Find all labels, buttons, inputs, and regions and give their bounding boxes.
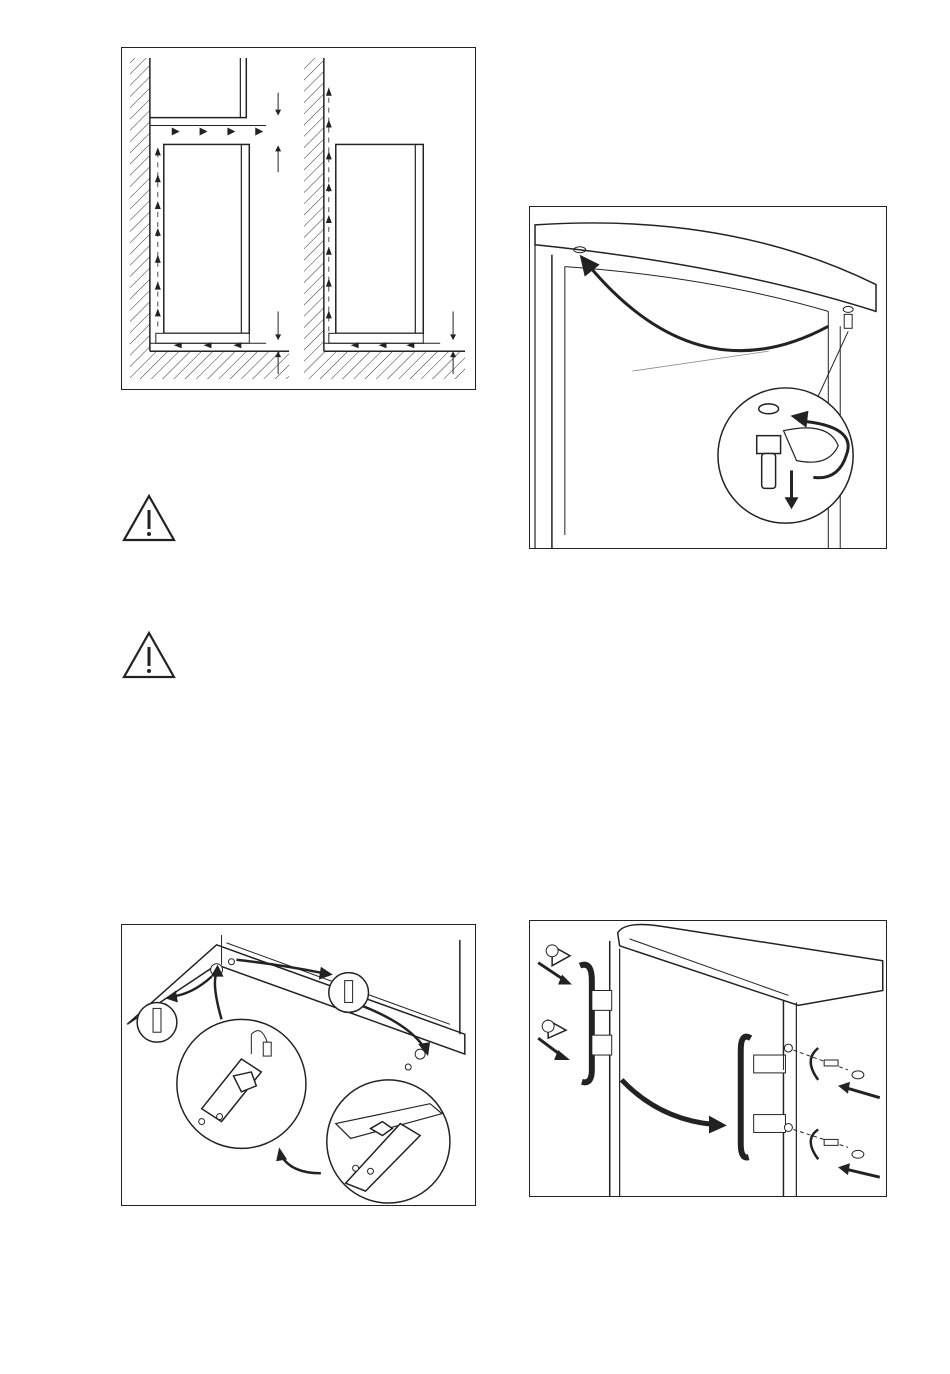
swap-door-handle-figure <box>529 920 887 1197</box>
ventilation-airflow-diagram <box>122 48 475 389</box>
lower-hinge-diagram <box>122 925 475 1205</box>
warning-triangle-icon <box>121 493 177 543</box>
move-lower-hinge-figure <box>121 924 476 1206</box>
warning-triangle-icon <box>121 630 177 680</box>
ventilation-clearance-figure <box>121 47 476 390</box>
remove-top-hinge-pin-figure <box>529 206 887 549</box>
hinge-pin-removal-diagram <box>530 207 886 548</box>
door-handle-reversal-diagram <box>530 921 886 1196</box>
